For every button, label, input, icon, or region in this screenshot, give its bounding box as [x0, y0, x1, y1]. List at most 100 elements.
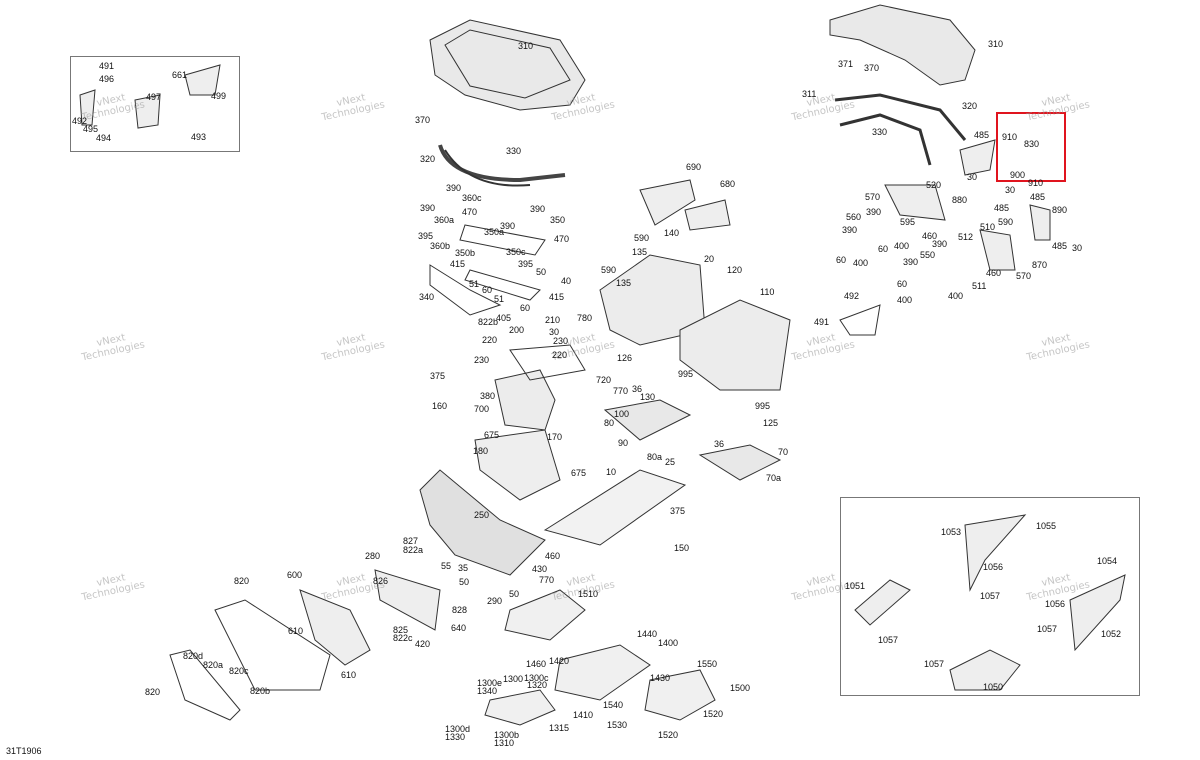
- part-label: 822c: [393, 633, 413, 643]
- part-label: 770: [613, 386, 629, 396]
- part-label: 180: [473, 446, 489, 456]
- part-label: 40: [561, 276, 572, 286]
- part-label: 1420: [549, 656, 570, 666]
- part-label: 470: [554, 234, 570, 244]
- footrest-100: [603, 399, 692, 441]
- part-label: 690: [686, 162, 702, 172]
- part-label: 900: [1010, 170, 1026, 180]
- part-label: 36: [714, 439, 725, 449]
- part-label: 1530: [607, 720, 628, 730]
- part-label: 510: [980, 222, 996, 232]
- part-label: 400: [894, 241, 910, 251]
- part-label: 1051: [845, 581, 866, 591]
- bracket-280: [374, 569, 441, 631]
- part-label: 780: [577, 313, 593, 323]
- part-label: 1057: [1037, 624, 1058, 634]
- part-label: 50: [536, 267, 547, 277]
- part-label: 820: [234, 576, 250, 586]
- part-label: 910: [1028, 178, 1044, 188]
- part-label: 820b: [250, 686, 271, 696]
- part-label: 1410: [573, 710, 594, 720]
- part-label: 250: [474, 510, 490, 520]
- part-label: 1056: [983, 562, 1004, 572]
- part-label: 50: [459, 577, 470, 587]
- part-label: 55: [441, 561, 452, 571]
- part-label: 35: [458, 563, 469, 573]
- part-label: 995: [755, 401, 771, 411]
- console-700: [494, 369, 556, 431]
- part-label: 135: [632, 247, 648, 257]
- part-label: 390: [842, 225, 858, 235]
- part-label: 1430: [650, 673, 671, 683]
- part-label: 60: [878, 244, 889, 254]
- bracket-40: [464, 269, 541, 301]
- part-label: 600: [287, 570, 303, 580]
- structure-180: [474, 429, 561, 501]
- part-label: 610: [341, 670, 357, 680]
- part-492-inset: [79, 89, 96, 126]
- part-label: 430: [532, 564, 548, 574]
- part-label: 405: [496, 313, 512, 323]
- part-label: 360a: [434, 215, 455, 225]
- part-label: 494: [96, 133, 112, 143]
- part-label: 1340: [477, 686, 498, 696]
- part-label: 390: [500, 221, 516, 231]
- part-label: 310: [518, 41, 534, 51]
- part-label: 570: [1016, 271, 1032, 281]
- panel-570: [884, 184, 946, 221]
- part-label: 120: [727, 265, 743, 275]
- part-label: 720: [596, 375, 612, 385]
- part-label: 60: [897, 279, 908, 289]
- part-label: 25: [665, 457, 676, 467]
- part-label: 499: [211, 91, 227, 101]
- part-label: 1320: [527, 680, 548, 690]
- bumper-820-front: [169, 649, 241, 721]
- part-label: 1500: [730, 683, 751, 693]
- part-label: 470: [462, 207, 478, 217]
- part-label: 420: [415, 639, 431, 649]
- part-label: 36: [632, 384, 643, 394]
- part-label: 512: [958, 232, 974, 242]
- part-label: 330: [872, 127, 888, 137]
- part-label: 400: [853, 258, 869, 268]
- part-label: 371: [838, 59, 854, 69]
- part-label: 60: [482, 285, 493, 295]
- part-label: 675: [571, 468, 587, 478]
- fender-flare-1052: [1069, 574, 1126, 652]
- part-label: 30: [1005, 185, 1016, 195]
- part-label: 320: [420, 154, 436, 164]
- bumper-820: [214, 599, 331, 691]
- part-label: 1056: [1045, 599, 1066, 609]
- bracket-890: [1029, 204, 1051, 241]
- part-label: 415: [450, 259, 466, 269]
- part-label: 1057: [980, 591, 1001, 601]
- part-label: 1520: [658, 730, 679, 740]
- part-label: 493: [191, 132, 207, 142]
- part-label: 125: [763, 418, 779, 428]
- part-label: 1054: [1097, 556, 1118, 566]
- part-label: 1053: [941, 527, 962, 537]
- part-label: 50: [509, 589, 520, 599]
- part-label: 51: [469, 279, 480, 289]
- part-label: 460: [922, 231, 938, 241]
- part-label: 1510: [578, 589, 599, 599]
- bracket-350: [459, 224, 546, 256]
- part-497: [134, 94, 161, 129]
- rear-rack-part: [429, 19, 586, 111]
- part-label: 140: [664, 228, 680, 238]
- part-label: 375: [430, 371, 446, 381]
- part-label: 30: [1072, 243, 1083, 253]
- part-label: 492: [844, 291, 860, 301]
- part-label: 590: [634, 233, 650, 243]
- part-label: 360b: [430, 241, 451, 251]
- part-label: 390: [903, 257, 919, 267]
- part-label: 491: [99, 61, 115, 71]
- part-label: 1315: [549, 723, 570, 733]
- part-label: 610: [288, 626, 304, 636]
- part-label: 350b: [455, 248, 476, 258]
- part-label: 80: [604, 418, 615, 428]
- part-label: 110: [760, 287, 775, 297]
- part-label: 230: [553, 336, 569, 346]
- part-label: 200: [509, 325, 525, 335]
- rear-fender-part-2: [679, 299, 791, 391]
